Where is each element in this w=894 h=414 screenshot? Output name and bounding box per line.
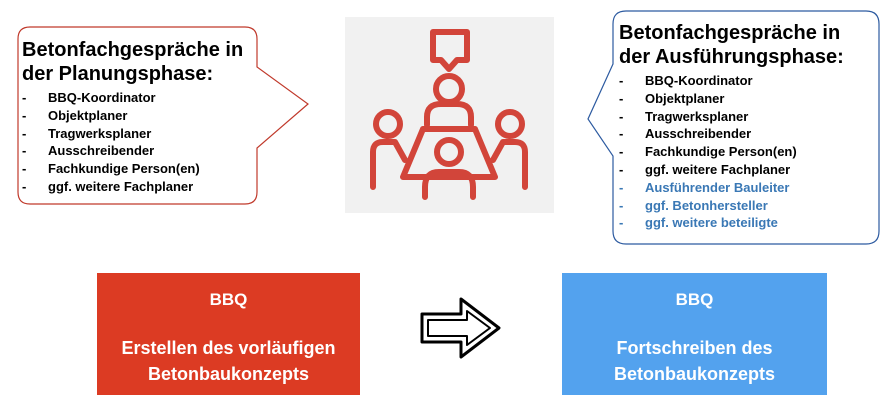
list-item: -Ausschreibender — [22, 143, 155, 159]
right-speech-bubble — [587, 10, 880, 245]
right-participant-list: -BBQ-Koordinator -Objektplaner -Tragwerk… — [619, 72, 869, 232]
right-bubble-content: Betonfachgespräche in der Ausführungspha… — [619, 21, 869, 232]
execution-box: BBQ Fortschreiben des Betonbaukonzepts — [562, 273, 827, 395]
list-item: -Tragwerksplaner — [22, 125, 152, 141]
list-item: -BBQ-Koordinator — [22, 90, 156, 105]
list-item: -Tragwerksplaner — [619, 108, 749, 124]
list-item: -Objektplaner — [619, 90, 725, 106]
left-bubble-title: Betonfachgespräche in der Planungsphase: — [22, 39, 244, 85]
planning-box-text: Erstellen des vorläufigen Betonbaukonzep… — [121, 338, 336, 384]
list-item: -Fachkundige Person(en) — [22, 161, 200, 177]
planning-box: BBQ Erstellen des vorläufigen Betonbauko… — [97, 273, 360, 395]
list-item: -ggf. weitere Fachplaner — [619, 161, 791, 177]
execution-box-text: Fortschreiben des Betonbaukonzepts — [613, 338, 775, 384]
left-bubble-content: Betonfachgespräche in der Planungsphase:… — [22, 38, 252, 196]
meeting-panel — [345, 17, 554, 213]
list-item: -BBQ-Koordinator — [619, 73, 753, 88]
list-item: -ggf. Betonhersteller — [619, 197, 768, 213]
planning-box-title: BBQ — [209, 290, 248, 309]
execution-box-title: BBQ — [675, 290, 714, 309]
list-item: -Ausschreibender — [619, 126, 752, 142]
list-item: -Ausführender Bauleiter — [619, 179, 790, 195]
list-item: -Objektplaner — [22, 107, 128, 123]
list-item: -ggf. weitere Fachplaner — [22, 178, 194, 194]
list-item: -Fachkundige Person(en) — [619, 144, 797, 160]
arrow-right-icon — [420, 297, 501, 359]
list-item: -ggf. weitere beteiligte — [619, 215, 778, 231]
left-speech-bubble — [17, 26, 309, 205]
meeting-icon — [370, 29, 528, 200]
left-participant-list: -BBQ-Koordinator -Objektplaner -Tragwerk… — [22, 89, 252, 196]
right-bubble-title: Betonfachgespräche in der Ausführungspha… — [619, 22, 844, 68]
